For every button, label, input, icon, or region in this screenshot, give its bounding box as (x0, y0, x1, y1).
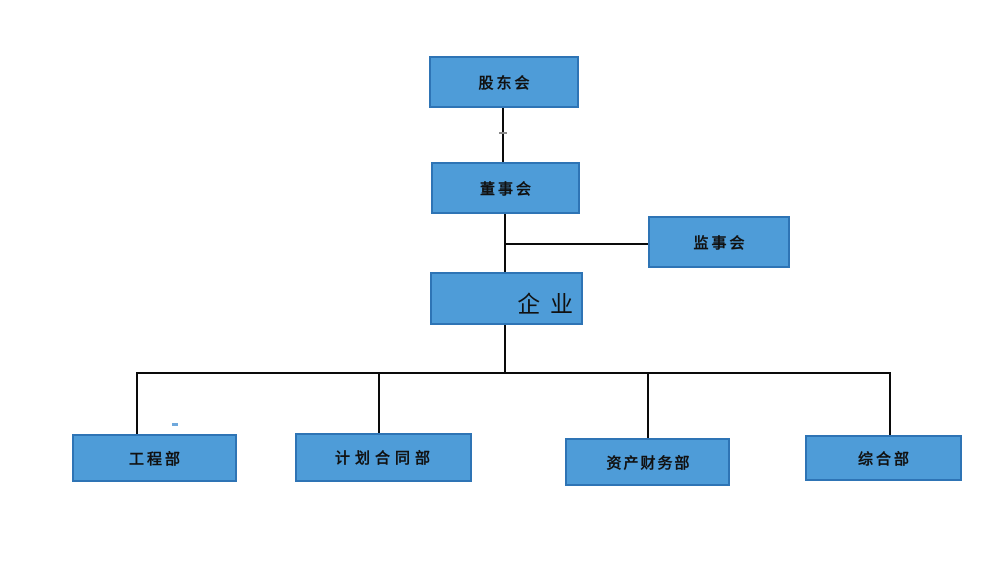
connector-drop-engineering (136, 372, 138, 434)
node-enterprise-label: 企 业 (517, 292, 575, 317)
node-board-of-directors: 董事会 (431, 162, 580, 214)
node-engineering-dept-label: 工程部 (128, 450, 183, 468)
node-planning-contract-dept-label: 计划合同部 (334, 450, 435, 467)
connector-drop-general (889, 372, 891, 435)
connector-drop-planning (378, 372, 380, 433)
connector-branch-supervisory (504, 243, 648, 245)
node-engineering-dept: 工程部 (72, 434, 237, 482)
node-asset-finance-dept-label: 资产财务部 (606, 454, 692, 472)
connector-enterprise-trunk (504, 324, 506, 373)
connector-drop-asset-finance (647, 372, 649, 438)
stray-blue-dash-artifact (172, 423, 178, 426)
node-shareholders-meeting-label: 股东会 (478, 74, 533, 92)
node-supervisory-board: 监事会 (648, 216, 790, 268)
line-midpoint-tick-artifact (499, 132, 507, 134)
connector-departments-trunk (137, 372, 891, 374)
node-general-dept: 综合部 (805, 435, 962, 481)
node-general-dept-label: 综合部 (857, 450, 912, 468)
node-asset-finance-dept: 资产财务部 (565, 438, 730, 486)
node-board-of-directors-label: 董事会 (479, 180, 534, 198)
connector-shareholders-board (502, 108, 504, 162)
node-supervisory-board-label: 监事会 (693, 234, 748, 252)
node-planning-contract-dept: 计划合同部 (295, 433, 472, 482)
node-shareholders-meeting: 股东会 (429, 56, 579, 108)
node-enterprise: 企 业 (430, 272, 583, 325)
